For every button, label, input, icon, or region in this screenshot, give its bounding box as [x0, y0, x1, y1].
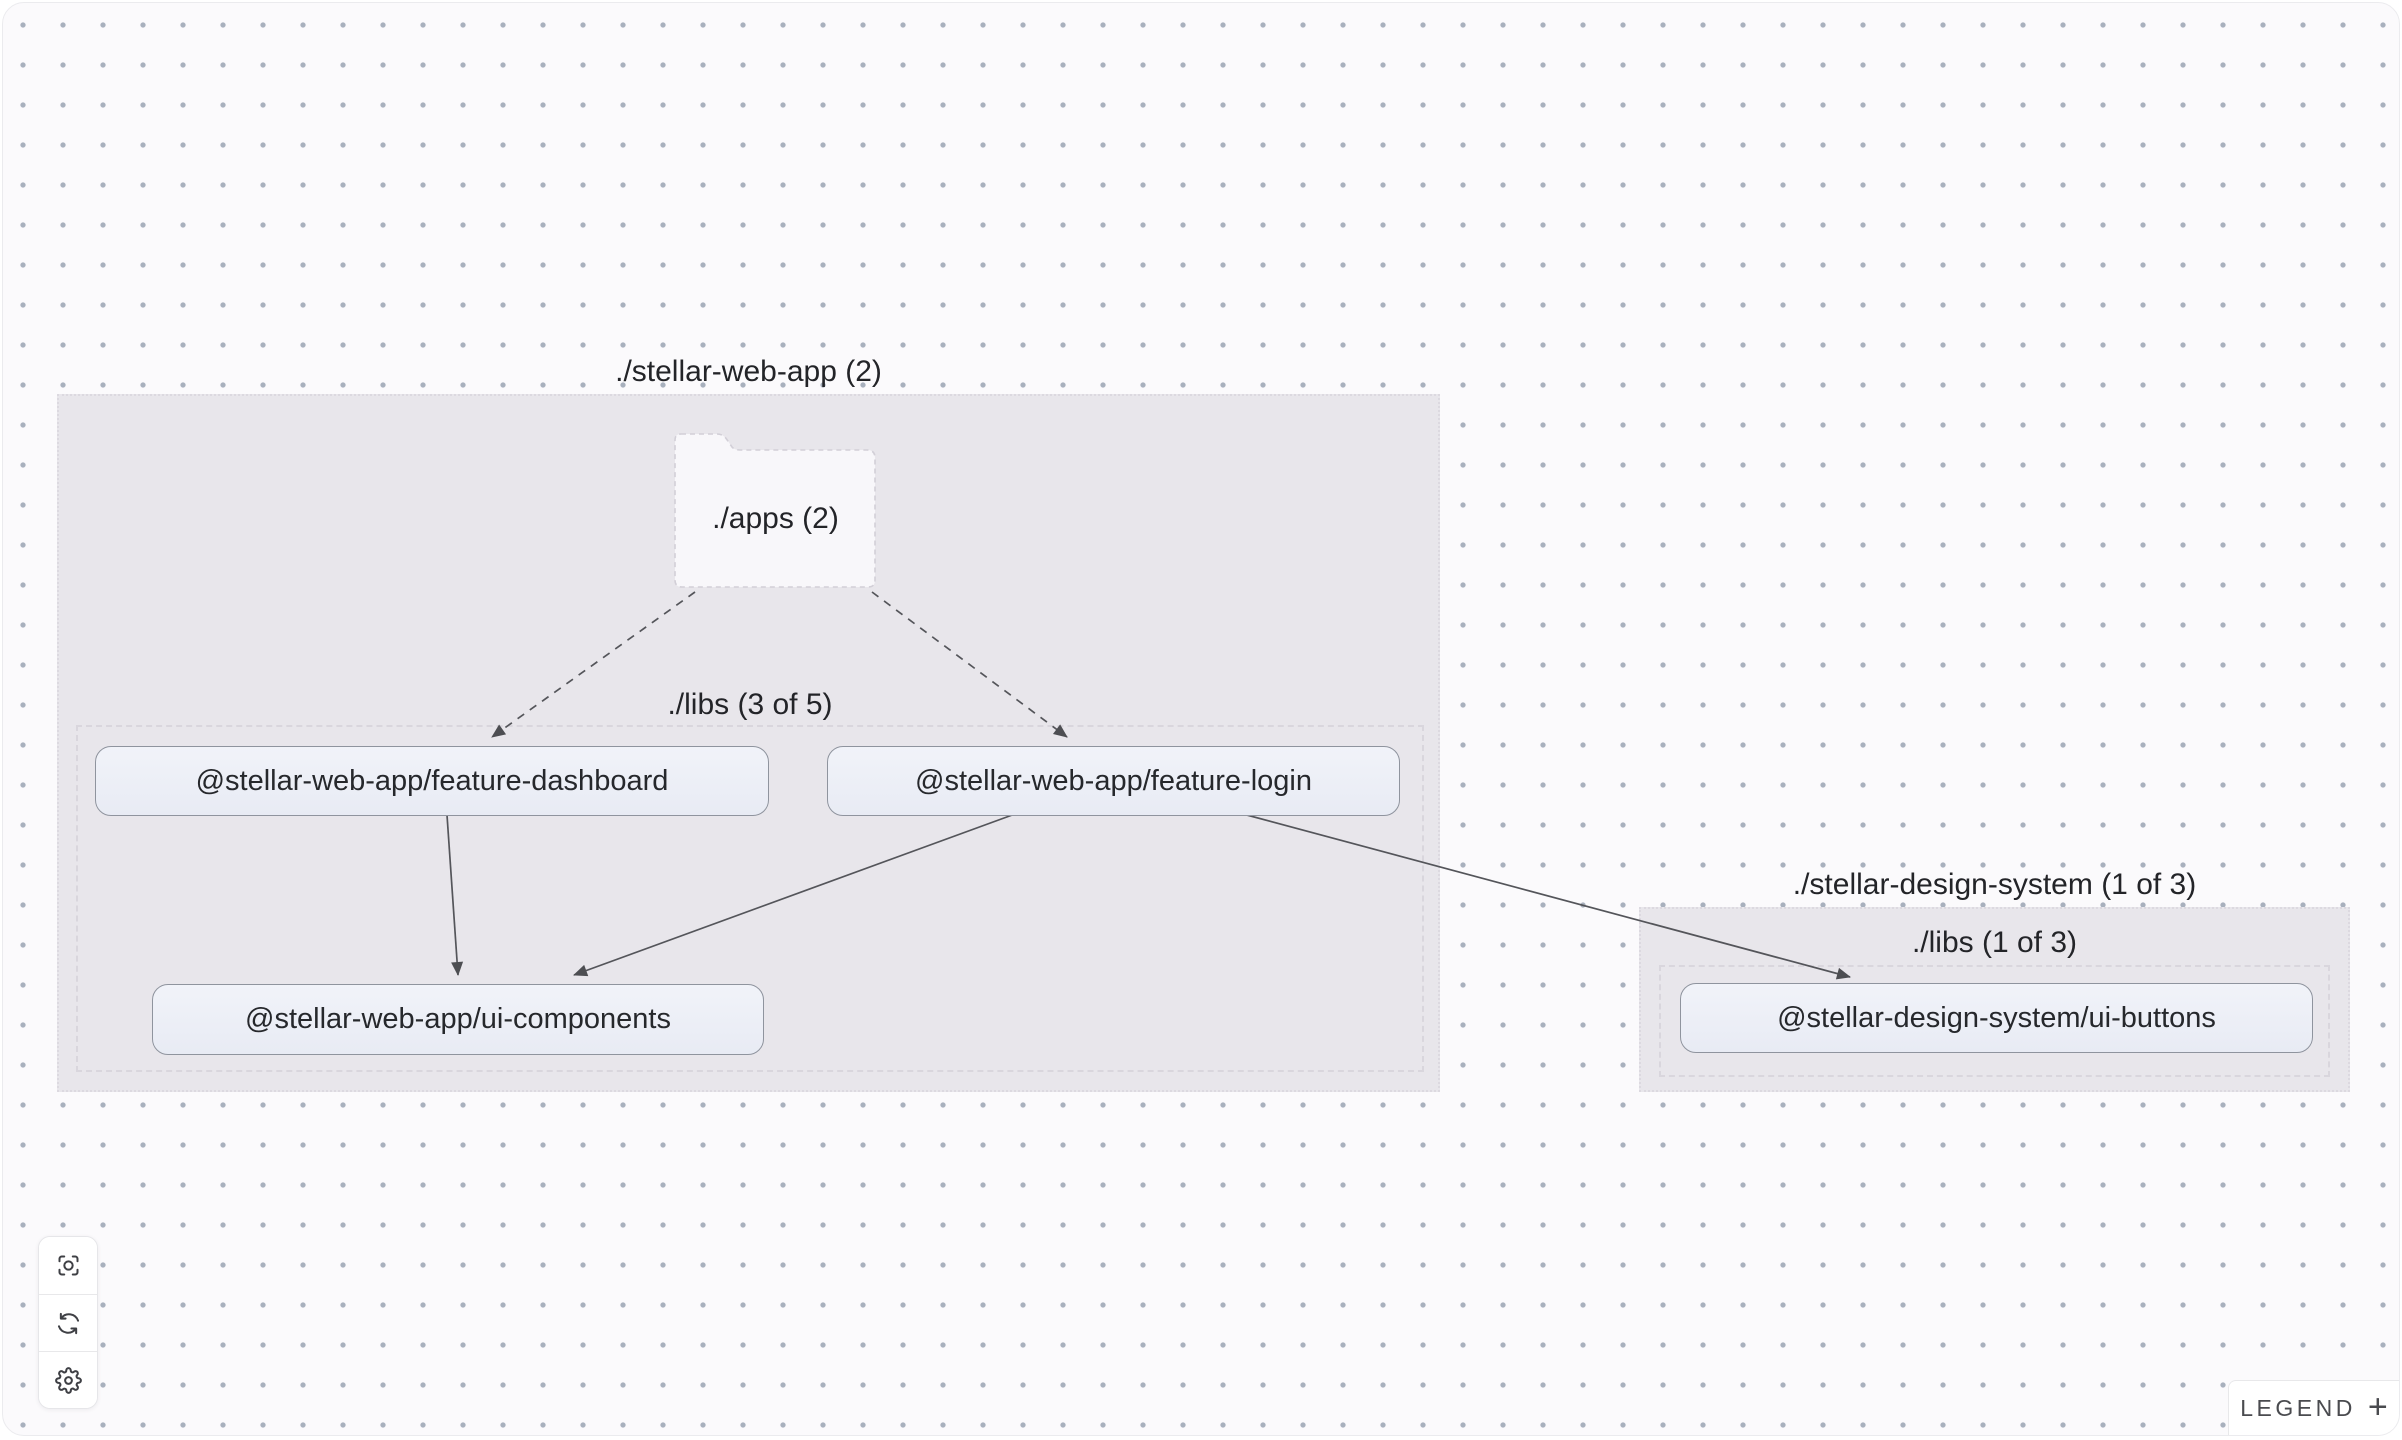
node-ui-components[interactable]: @stellar-web-app/ui-components: [152, 984, 764, 1055]
plus-icon: +: [2367, 1387, 2388, 1426]
legend-label: LEGEND: [2240, 1394, 2356, 1421]
gear-icon: [54, 1366, 82, 1394]
group-stellar-design-system-label: ./stellar-design-system (1 of 3): [1792, 868, 2197, 901]
subgroup-design-system-libs: [1659, 965, 2330, 1077]
folder-apps[interactable]: ./apps (2): [712, 501, 839, 535]
node-ui-buttons[interactable]: @stellar-design-system/ui-buttons: [1680, 983, 2313, 1053]
subgroup-web-app-libs-label: ./libs (3 of 5): [667, 688, 833, 721]
node-feature-login[interactable]: @stellar-web-app/feature-login: [827, 746, 1400, 816]
graph-toolbar: [38, 1236, 98, 1409]
settings-button[interactable]: [39, 1351, 97, 1408]
refresh-button[interactable]: [39, 1294, 97, 1351]
legend-toggle[interactable]: LEGEND +: [2228, 1380, 2399, 1435]
node-feature-dashboard[interactable]: @stellar-web-app/feature-dashboard: [95, 746, 769, 816]
refresh-icon: [57, 1312, 79, 1334]
focus-button[interactable]: [39, 1237, 97, 1294]
subgroup-design-system-libs-label: ./libs (1 of 3): [1911, 926, 2078, 959]
focus-icon: [57, 1255, 79, 1276]
folder-icon: [674, 433, 876, 588]
group-stellar-web-app-label: ./stellar-web-app (2): [615, 355, 882, 388]
